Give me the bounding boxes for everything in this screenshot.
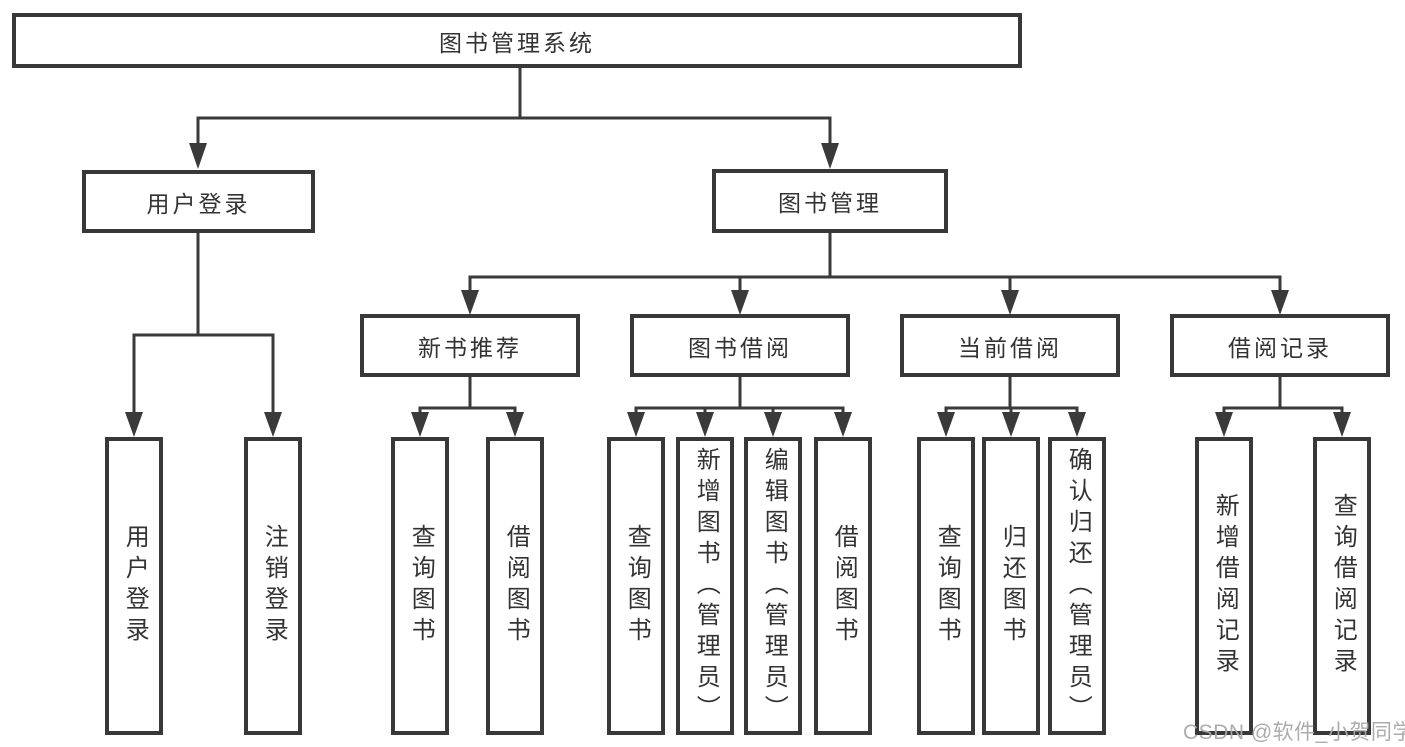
leaf-borrow-books-recommend-label: 借阅图书 (502, 524, 530, 648)
leaf-query-borrow-record-label: 查询借阅记录 (1329, 493, 1357, 679)
node-book-management-label: 图书管理 (778, 190, 882, 216)
leaf-query-books-recommend: 查询图书 (391, 437, 449, 735)
leaf-add-book-admin-label: 新增图书（管理员） (692, 446, 720, 726)
leaf-query-books-borrow-label: 查询图书 (623, 524, 651, 648)
leaf-logout: 注销登录 (244, 437, 302, 735)
node-current-borrow-label: 当前借阅 (958, 334, 1062, 361)
leaf-edit-book-admin: 编辑图书（管理员） (744, 437, 802, 735)
leaf-confirm-return-admin: 确认归还（管理员） (1048, 437, 1106, 735)
book-management-connectors (461, 233, 1289, 315)
node-user-login: 用户登录 (82, 170, 315, 233)
current-borrow-connectors (937, 377, 1086, 437)
node-new-book-recommend-label: 新书推荐 (418, 334, 522, 361)
leaf-borrow-books: 借阅图书 (814, 437, 872, 735)
leaf-query-borrow-record: 查询借阅记录 (1313, 437, 1371, 735)
leaf-return-book-label: 归还图书 (998, 524, 1026, 648)
leaf-query-books-current-label: 查询图书 (933, 524, 961, 648)
leaf-user-login-label: 用户登录 (121, 524, 149, 648)
node-new-book-recommend: 新书推荐 (360, 314, 580, 377)
borrow-records-connectors (1215, 377, 1351, 437)
leaf-return-book: 归还图书 (982, 437, 1040, 735)
leaf-add-borrow-record-label: 新增借阅记录 (1211, 493, 1239, 679)
leaf-edit-book-admin-label: 编辑图书（管理员） (760, 446, 788, 726)
user-login-connectors (125, 233, 282, 437)
leaf-add-book-admin: 新增图书（管理员） (676, 437, 734, 735)
leaf-add-borrow-record: 新增借阅记录 (1195, 437, 1253, 735)
leaf-borrow-books-label: 借阅图书 (830, 524, 858, 648)
leaf-query-books-recommend-label: 查询图书 (407, 524, 435, 648)
node-borrow-records-label: 借阅记录 (1228, 334, 1332, 361)
node-current-borrow: 当前借阅 (900, 314, 1120, 377)
node-user-login-label: 用户登录 (146, 190, 251, 217)
book-borrow-connectors (627, 377, 852, 437)
leaf-confirm-return-admin-label: 确认归还（管理员） (1064, 446, 1092, 726)
leaf-borrow-books-recommend: 借阅图书 (486, 437, 544, 735)
node-book-borrow: 图书借阅 (630, 314, 850, 377)
node-root-label: 图书管理系统 (439, 29, 595, 56)
node-borrow-records: 借阅记录 (1170, 314, 1390, 377)
csdn-watermark: CSDN @软件_小贺同学 (1183, 721, 1405, 744)
node-book-borrow-label: 图书借阅 (688, 334, 792, 361)
new-book-recommend-connectors (411, 377, 524, 437)
leaf-query-books-borrow: 查询图书 (607, 437, 665, 735)
root-connectors (189, 68, 839, 169)
node-book-management: 图书管理 (712, 169, 948, 233)
leaf-logout-label: 注销登录 (260, 524, 288, 648)
leaf-user-login: 用户登录 (105, 437, 163, 735)
leaf-query-books-current: 查询图书 (917, 437, 975, 735)
node-root: 图书管理系统 (12, 13, 1022, 68)
